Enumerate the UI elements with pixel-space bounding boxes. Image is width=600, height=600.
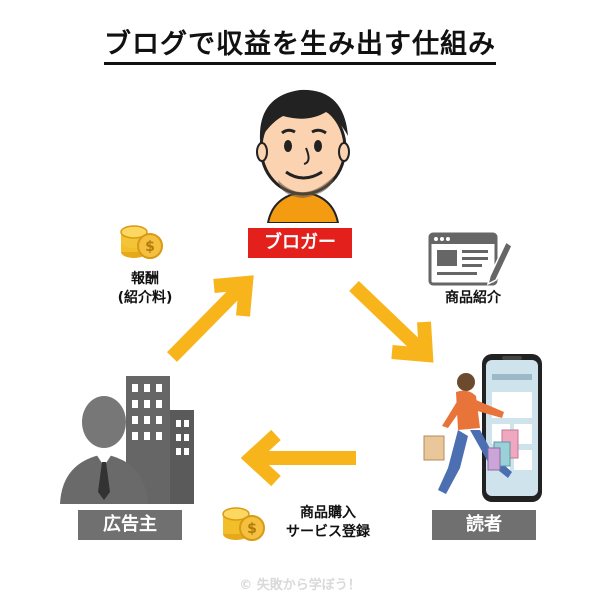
article-pen-icon <box>428 232 512 286</box>
reward-line2: (紹介料) <box>117 290 173 306</box>
reward-label: 報酬 (紹介料) <box>90 270 200 308</box>
purchase-line1: 商品購入 <box>300 505 356 521</box>
page-title-text: ブログで収益を生み出す仕組み <box>104 29 496 65</box>
purchase-label: 商品購入 サービス登録 <box>268 504 388 542</box>
product-intro-label: 商品紹介 <box>445 290 501 306</box>
arrow-reader-to-ad <box>240 429 356 487</box>
purchase-line2: サービス登録 <box>286 524 370 540</box>
copyright-watermark: © 失敗から学ぼう！ <box>239 578 361 593</box>
blogger-label: ブロガー <box>248 228 352 258</box>
svg-text:$: $ <box>145 239 155 255</box>
svg-text:$: $ <box>247 521 257 537</box>
coin-stack-icon: $ <box>222 507 265 541</box>
businessman-icon <box>60 396 148 504</box>
reward-line1: 報酬 <box>131 271 159 287</box>
arrow-ad-to-blogger <box>167 275 254 362</box>
coin-stack-icon: $ <box>120 225 163 259</box>
shopper-icon <box>423 373 519 494</box>
blogger-avatar <box>256 89 350 223</box>
advertiser-label: 広告主 <box>78 510 182 540</box>
arrow-blogger-to-reader <box>349 280 434 363</box>
page-title: ブログで収益を生み出す仕組み <box>0 22 600 65</box>
reader-label: 読者 <box>432 510 536 540</box>
